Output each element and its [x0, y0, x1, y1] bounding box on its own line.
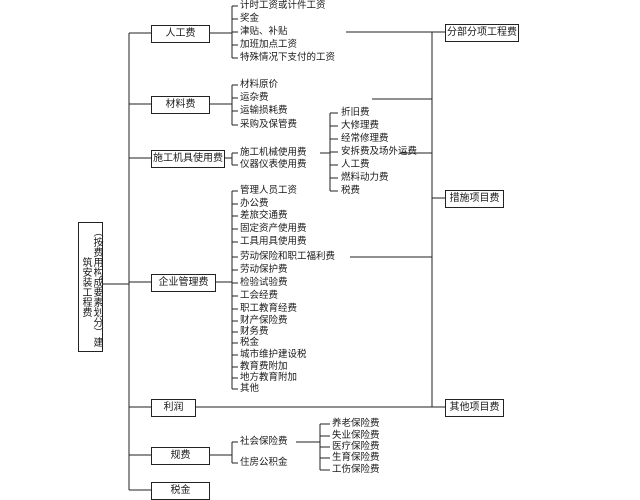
- machine-cost-item: 折旧费: [341, 107, 370, 118]
- enterprise-item: 劳动保险和职工福利费: [240, 251, 336, 262]
- insurance-item: 养老保险费: [332, 418, 380, 429]
- right-box-sub-project-cost: 分部分项工程费: [445, 24, 519, 42]
- enterprise-item: 地方教育附加: [240, 372, 298, 383]
- material-item: 运输损耗费: [240, 105, 288, 116]
- enterprise-item: 差旅交通费: [240, 210, 288, 221]
- category-tax: 税金: [151, 482, 210, 500]
- category-machinery: 施工机具使用费: [151, 150, 225, 168]
- enterprise-item: 职工教育经费: [240, 303, 298, 314]
- category-profit: 利润: [151, 399, 196, 417]
- enterprise-item: 固定资产使用费: [240, 223, 307, 234]
- labor-item: 特殊情况下支付的工资: [240, 52, 336, 63]
- enterprise-item: 工具用具使用费: [240, 236, 307, 247]
- enterprise-item: 其他: [240, 383, 260, 394]
- enterprise-item: 税金: [240, 337, 260, 348]
- enterprise-item: 管理人员工资: [240, 185, 298, 196]
- labor-item: 加班加点工资: [240, 39, 298, 50]
- material-item: 运杂费: [240, 92, 269, 103]
- fee-item: 社会保险费: [240, 436, 288, 447]
- category-fees: 规费: [151, 447, 210, 465]
- insurance-item: 生育保险费: [332, 452, 380, 463]
- machine-cost-item: 燃料动力费: [341, 172, 389, 183]
- enterprise-item: 办公费: [240, 198, 269, 209]
- fee-item: 住房公积金: [240, 457, 288, 468]
- category-enterprise: 企业管理费: [151, 274, 216, 292]
- enterprise-item: 劳动保护费: [240, 264, 288, 275]
- machine-cost-item: 税费: [341, 185, 361, 196]
- category-labor: 人工费: [151, 25, 210, 43]
- enterprise-item: 教育费附加: [240, 361, 288, 372]
- machinery-item: 施工机械使用费: [240, 147, 307, 158]
- labor-item: 津贴、补贴: [240, 26, 288, 37]
- enterprise-item: 财产保险费: [240, 315, 288, 326]
- labor-item: 奖金: [240, 13, 260, 24]
- insurance-item: 工伤保险费: [332, 464, 380, 475]
- labor-item: 计时工资或计件工资: [240, 0, 326, 11]
- insurance-item: 医疗保险费: [332, 441, 380, 452]
- root-label-division: （按费用构成要素划分）: [91, 227, 102, 337]
- root-label-title: 建筑安装工程费: [80, 257, 102, 347]
- enterprise-item: 财务费: [240, 326, 269, 337]
- material-item: 采购及保管费: [240, 119, 298, 130]
- category-material: 材料费: [151, 96, 210, 114]
- machine-cost-item: 经常修理费: [341, 133, 389, 144]
- right-box-other-cost: 其他项目费: [445, 399, 504, 417]
- insurance-item: 失业保险费: [332, 430, 380, 441]
- machine-cost-item: 安拆费及场外运费: [341, 146, 418, 157]
- material-item: 材料原价: [240, 79, 279, 90]
- machinery-item: 仪器仪表使用费: [240, 159, 307, 170]
- enterprise-item: 工会经费: [240, 290, 279, 301]
- machine-cost-item: 人工费: [341, 159, 370, 170]
- enterprise-item: 城市维护建设税: [240, 349, 307, 360]
- machine-cost-item: 大修理费: [341, 120, 380, 131]
- right-box-measure-cost: 措施项目费: [445, 190, 504, 208]
- enterprise-item: 检验试验费: [240, 277, 288, 288]
- root-node-construction-cost: （按费用构成要素划分）建筑安装工程费: [78, 222, 103, 352]
